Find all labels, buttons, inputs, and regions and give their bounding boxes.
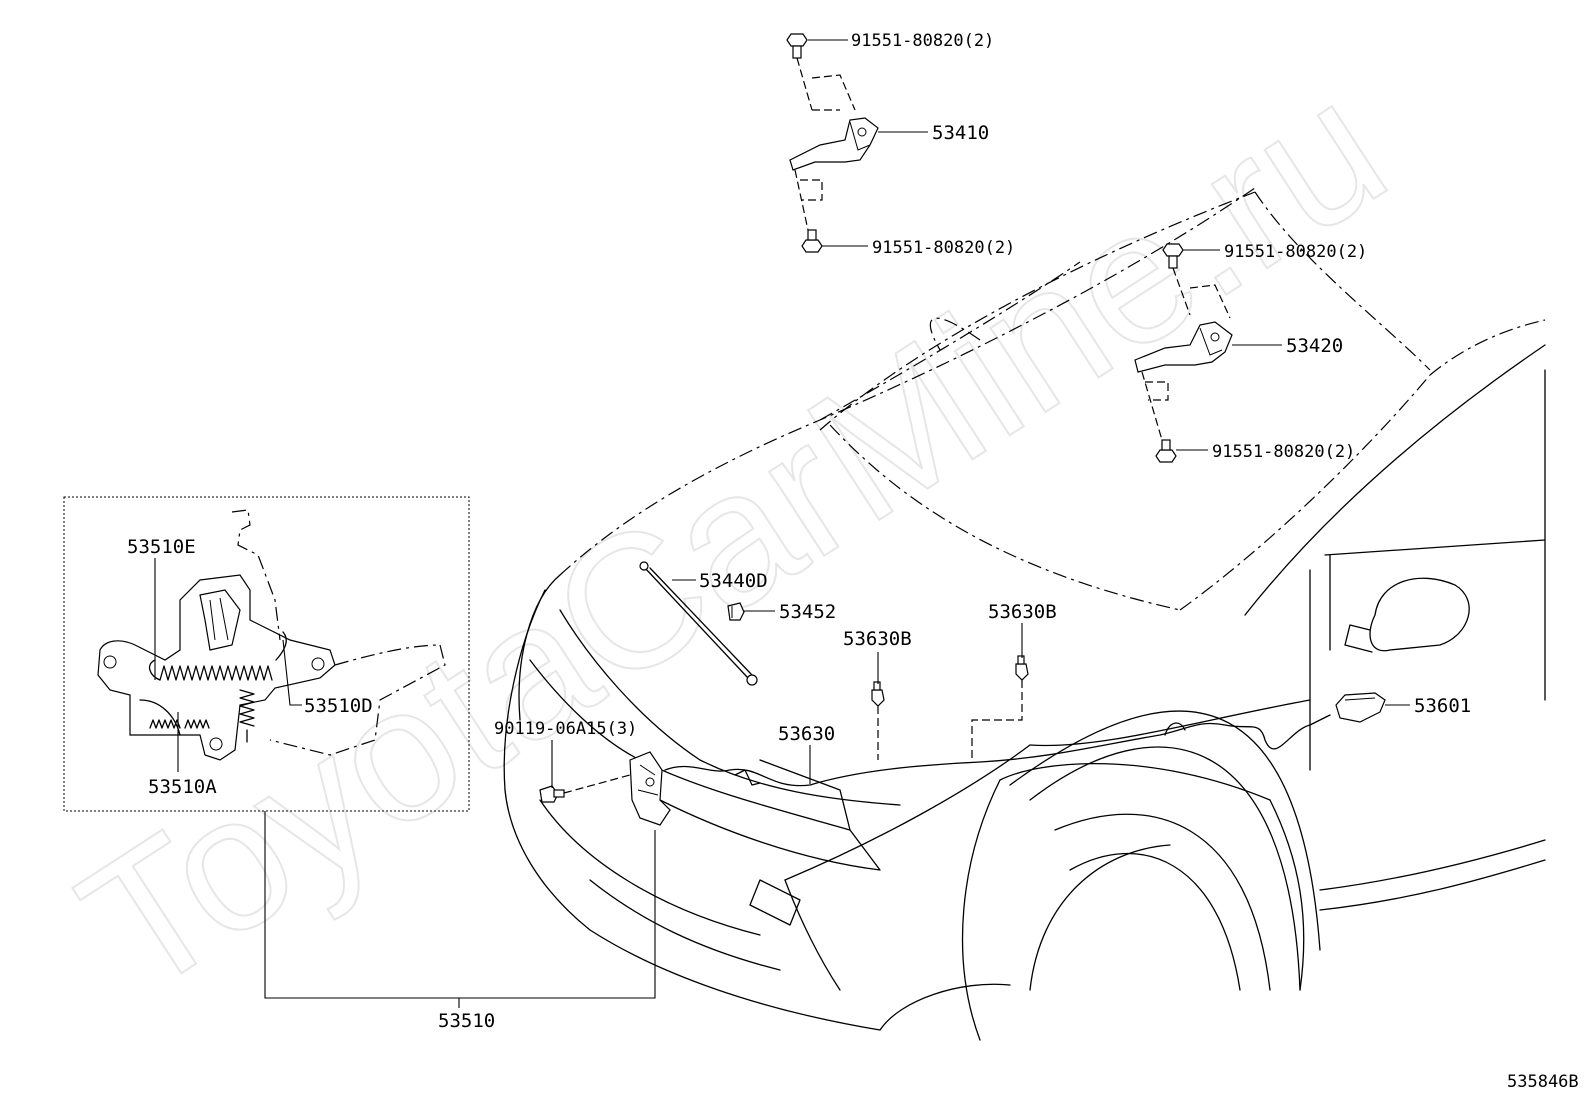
- hood-hinge-left[interactable]: [789, 117, 879, 171]
- hood-support-rod[interactable]: [639, 561, 758, 686]
- watermark: ToyotaCarMine.ru: [47, 40, 1420, 1034]
- label-bolt-hinge-left-upper: 91551-80820(2): [851, 31, 994, 51]
- hood-rod-holder[interactable]: [727, 602, 745, 621]
- hood-release-cable[interactable]: [664, 714, 1331, 787]
- label-detail-spring-e: 53510E: [127, 536, 196, 558]
- hinge-right-lower-bolt[interactable]: [1155, 439, 1177, 463]
- label-bolt-hinge-right-lower: 91551-80820(2): [1212, 442, 1355, 462]
- label-detail-spring-a: 53510A: [148, 776, 217, 798]
- hinge-left-upper-bolt[interactable]: [786, 33, 808, 59]
- hinge-left-lower-bolt[interactable]: [801, 229, 823, 253]
- label-rod-holder: 53452: [779, 601, 836, 623]
- hinge-right-upper-bolt[interactable]: [1162, 243, 1184, 269]
- label-detail-spring-d: 53510D: [304, 695, 373, 717]
- cable-clamp-2[interactable]: [1015, 655, 1029, 681]
- label-hinge-right: 53420: [1286, 335, 1343, 357]
- label-bolt-hinge-left-lower: 91551-80820(2): [872, 238, 1015, 258]
- diagram-id: 535846B: [1507, 1072, 1579, 1092]
- label-bolt-hinge-right-upper: 91551-80820(2): [1224, 242, 1367, 262]
- label-cable-clamp-1: 53630B: [843, 628, 912, 650]
- label-support-rod: 53440D: [699, 570, 768, 592]
- label-cable-clamp-2: 53630B: [988, 601, 1057, 623]
- label-release-lever: 53601: [1414, 695, 1471, 717]
- label-lock-assembly: 53510: [438, 1010, 495, 1032]
- lock-detail-inset: [63, 496, 470, 812]
- hood-lock-assembly[interactable]: [629, 751, 671, 826]
- car-outline: [503, 187, 1546, 1041]
- hood-hinge-right[interactable]: [1134, 321, 1233, 373]
- label-release-cable: 53630: [778, 723, 835, 745]
- cable-clamp-1[interactable]: [871, 681, 885, 707]
- hood-release-lever[interactable]: [1335, 692, 1386, 723]
- leader-lines: [154, 39, 1410, 788]
- lock-bolt[interactable]: [539, 785, 565, 803]
- label-lock-bolt: 90119-06A15(3): [494, 719, 637, 739]
- label-hinge-left: 53410: [932, 122, 989, 144]
